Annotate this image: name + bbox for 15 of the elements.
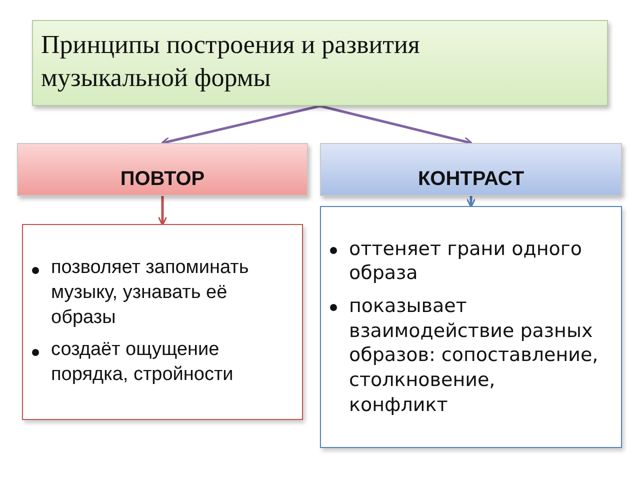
list-box [22,224,303,420]
list-box [320,206,622,448]
arrow [158,196,168,226]
arrow [320,104,473,146]
heading-text: КОНТРАСТ [418,168,524,191]
heading-text: ПОВТОР [120,168,205,191]
bullet-text: показывает взаимодействие разных образов: сопоставление, столкновение, конфликт [349,294,598,416]
bullet-text: создаёт ощущение порядка, стройности [51,339,234,386]
heading-box [17,143,308,196]
title-text: Принципы построения и развития музыкальной формы [41,29,421,94]
bullet-text: позволяет запоминать музыку, узнавать её образы [51,257,249,328]
title-box [32,20,608,106]
arrow [466,196,476,208]
heading-box [320,143,622,196]
bullet-text: оттеняет грани одного образа [349,238,582,284]
